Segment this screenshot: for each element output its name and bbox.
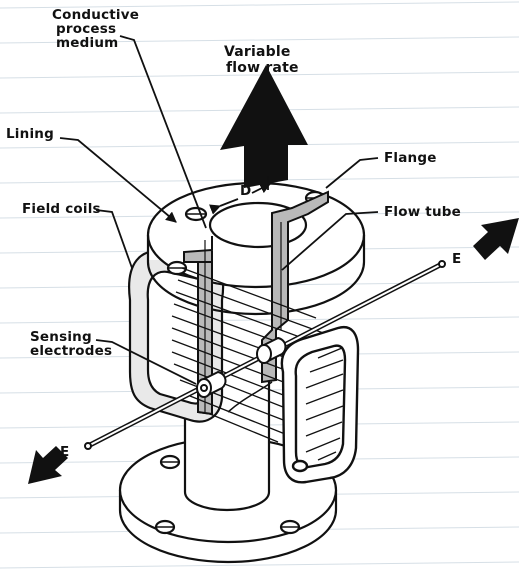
emf-arrow-left [28,446,68,484]
variable-flow-rate-arrow [220,65,308,188]
label-diameter: D [240,183,252,199]
label-variable-flow-rate: Variable flow rate [224,44,299,76]
leader-field-coils [95,209,133,269]
label-lining: Lining [6,126,54,142]
label-emf-left: E [60,444,70,460]
leader-medium [119,35,207,229]
sensing-electrodes [196,336,287,398]
label-flow-tube: Flow tube [384,204,461,220]
label-emf-right: E [452,251,462,267]
flow-tube-lining [183,190,329,416]
leader-flange [325,157,379,189]
label-conductive-process-medium: Conductive process medium [52,7,140,51]
label-field-coils: Field coils [22,201,101,217]
field-coil-right [280,325,360,484]
label-flange: Flange [384,150,437,166]
leader-lining [59,137,177,223]
label-leader-lines [59,35,379,385]
emf-arrow-right [473,218,519,260]
label-sensing-electrodes: Sensing electrodes [30,329,113,359]
diameter-dimension [208,176,271,215]
leader-flow-tube [281,211,379,271]
leader-sensing-electrodes [95,339,197,385]
